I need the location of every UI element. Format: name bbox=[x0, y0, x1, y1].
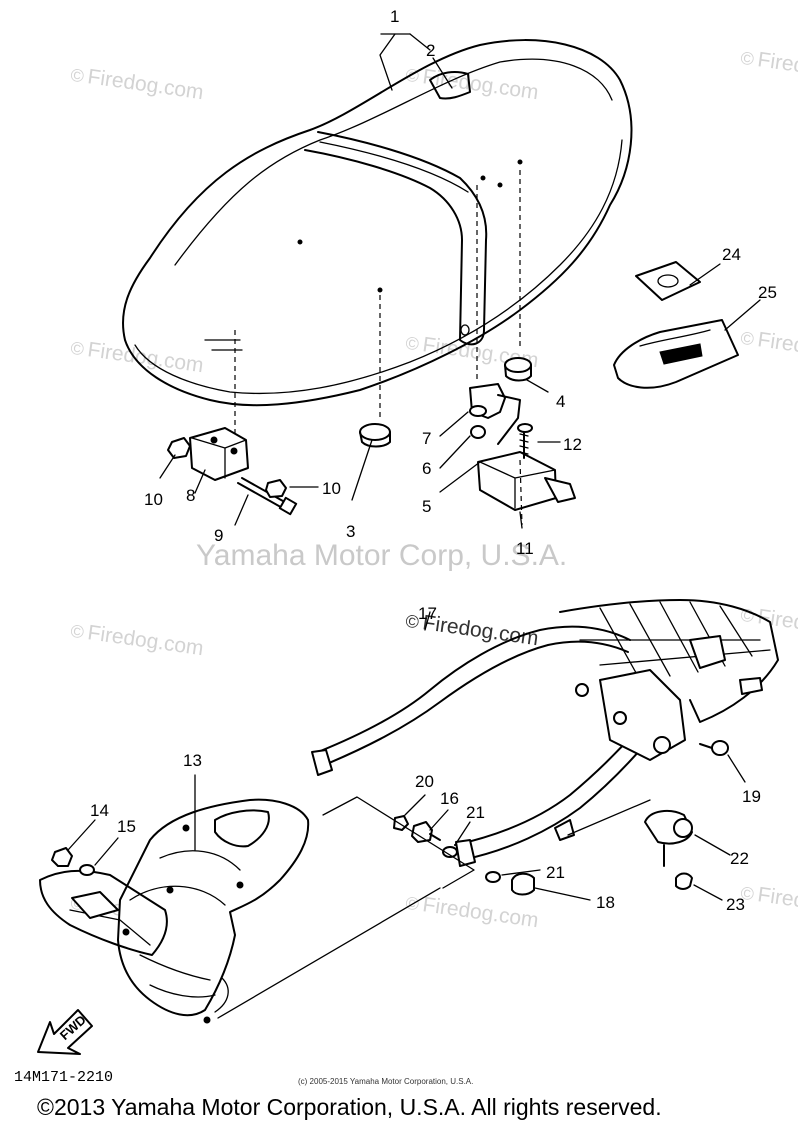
callout-25: 25 bbox=[758, 283, 777, 302]
callout-23: 23 bbox=[726, 895, 745, 914]
carrier-drawing bbox=[311, 599, 779, 867]
callout-17: 17 bbox=[418, 604, 437, 623]
carrier-hardware-drawing bbox=[217, 796, 535, 1019]
callout-8: 8 bbox=[186, 486, 196, 505]
callout-18: 18 bbox=[596, 893, 615, 912]
callout-24: 24 bbox=[722, 245, 741, 264]
callout-13: 13 bbox=[183, 751, 202, 770]
reflector-drawing bbox=[644, 809, 693, 890]
callout-22: 22 bbox=[730, 849, 749, 868]
callout-10: 10 bbox=[144, 490, 163, 509]
callout-11: 11 bbox=[516, 539, 534, 558]
callout-6: 6 bbox=[422, 459, 432, 478]
callout-21: 21 bbox=[546, 863, 565, 882]
callout-5: 5 bbox=[422, 497, 432, 516]
callout-1: 1 bbox=[390, 7, 400, 26]
callout-3: 3 bbox=[346, 522, 356, 541]
seat-hardware-drawing bbox=[167, 357, 576, 526]
callout-10: 10 bbox=[322, 479, 341, 498]
callout-9: 9 bbox=[214, 526, 224, 545]
leader-lines bbox=[67, 33, 761, 901]
seat-drawing bbox=[121, 39, 633, 450]
callout-2: 2 bbox=[426, 41, 436, 60]
footer-copyright: ©2013 Yamaha Motor Corporation, U.S.A. A… bbox=[37, 1094, 662, 1120]
owner-manual-drawing bbox=[613, 261, 739, 389]
callout-7: 7 bbox=[422, 429, 432, 448]
callout-14: 14 bbox=[90, 801, 109, 820]
callout-15: 15 bbox=[117, 817, 136, 836]
tail-cover-drawing bbox=[39, 798, 310, 1024]
callout-4: 4 bbox=[556, 392, 566, 411]
callout-21: 21 bbox=[466, 803, 485, 822]
diagram-code: 14M171-2210 bbox=[14, 1069, 114, 1086]
small-copyright: (c) 2005-2015 Yamaha Motor Corporation, … bbox=[298, 1077, 474, 1086]
brand-watermark: Yamaha Motor Corp, U.S.A. bbox=[196, 539, 568, 572]
callout-20: 20 bbox=[415, 772, 434, 791]
callout-12: 12 bbox=[563, 435, 582, 454]
callout-16: 16 bbox=[440, 789, 459, 808]
callout-19: 19 bbox=[742, 787, 761, 806]
fwd-arrow-icon bbox=[37, 1009, 93, 1055]
